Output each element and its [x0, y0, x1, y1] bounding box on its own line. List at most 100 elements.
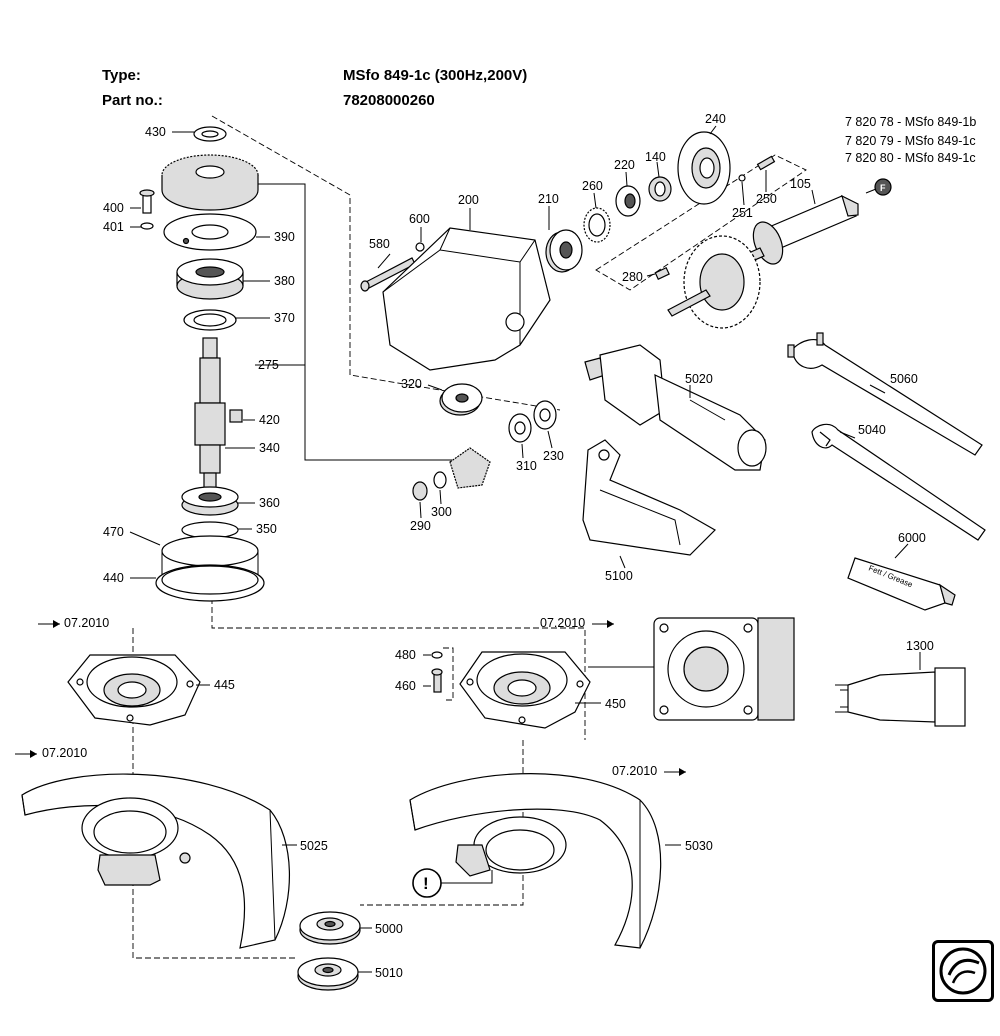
label-390: 390 — [274, 230, 295, 244]
label-320: 320 — [401, 377, 422, 391]
shim-310 — [508, 413, 532, 443]
bearing-360 — [181, 486, 239, 516]
part-no-label: Part no.: — [102, 92, 163, 109]
bracket-5100 — [582, 439, 716, 556]
label-105: 105 — [790, 177, 811, 191]
washer-600 — [415, 242, 425, 252]
date-note-1: 07.2010 — [64, 616, 109, 630]
label-300: 300 — [431, 505, 452, 519]
bearing-210 — [545, 229, 583, 273]
svg-text:F: F — [880, 183, 886, 193]
bracket-480-460 — [443, 647, 454, 701]
pin-wrench-5060 — [787, 332, 983, 456]
bearing-flange-390 — [163, 213, 257, 251]
label-310: 310 — [516, 459, 537, 473]
flange-5000 — [299, 911, 361, 945]
variant-3: 7 820 80 - MSfo 849-1c — [845, 151, 976, 165]
wheel-guard-5030 — [409, 773, 662, 949]
open-wrench-5040 — [811, 423, 986, 541]
clamping-ring-470 — [161, 535, 259, 578]
label-340: 340 — [259, 441, 280, 455]
fein-logo — [932, 940, 994, 1002]
gear-housing-200 — [382, 227, 551, 371]
label-5000: 5000 — [375, 922, 403, 936]
ball-bearing-380 — [176, 258, 244, 300]
type-label: Type: — [102, 67, 141, 84]
date-note-4: 07.2010 — [612, 764, 657, 778]
label-350: 350 — [256, 522, 277, 536]
label-430: 430 — [145, 125, 166, 139]
label-470: 470 — [103, 525, 124, 539]
bearing-320 — [439, 383, 483, 416]
assembly-path-guard-left — [132, 628, 295, 959]
svg-text:!: ! — [423, 874, 429, 893]
date-note-2: 07.2010 — [540, 616, 585, 630]
bevel-gear — [161, 154, 259, 211]
label-360: 360 — [259, 496, 280, 510]
washer-300 — [433, 471, 447, 489]
label-5040: 5040 — [858, 423, 886, 437]
armature-gear — [667, 235, 761, 329]
label-140: 140 — [645, 150, 666, 164]
key-420 — [229, 409, 243, 423]
label-480: 480 — [395, 648, 416, 662]
label-290: 290 — [410, 519, 431, 533]
washer-480 — [431, 651, 443, 659]
label-420: 420 — [259, 413, 280, 427]
label-1300: 1300 — [906, 639, 934, 653]
label-280: 280 — [622, 270, 643, 284]
warning-icon: ! — [412, 868, 493, 898]
label-251: 251 — [732, 206, 753, 220]
key-280 — [654, 266, 670, 280]
label-230: 230 — [543, 449, 564, 463]
bearing-plate-240 — [677, 131, 731, 205]
wheel-guard-5025 — [21, 773, 290, 949]
ring-220 — [615, 185, 641, 217]
label-210: 210 — [538, 192, 559, 206]
grease-tube-6000: Fett / Grease — [847, 557, 956, 611]
plug-1300 — [835, 667, 966, 727]
label-445: 445 — [214, 678, 235, 692]
leader-275 — [252, 183, 452, 461]
assembly-path-motor — [595, 154, 807, 291]
flange-nut-5010 — [297, 957, 359, 991]
label-5010: 5010 — [375, 966, 403, 980]
pinion — [449, 447, 491, 489]
label-275: 275 — [258, 358, 279, 372]
screw-460 — [431, 668, 443, 693]
label-260: 260 — [582, 179, 603, 193]
marker-F — [874, 178, 892, 196]
date-note-3: 07.2010 — [42, 746, 87, 760]
label-200: 200 — [458, 193, 479, 207]
label-5060: 5060 — [890, 372, 918, 386]
label-5030: 5030 — [685, 839, 713, 853]
screw-250 — [756, 155, 776, 171]
label-400: 400 — [103, 201, 124, 215]
sleeve-140 — [648, 176, 672, 202]
circlip-430 — [193, 126, 227, 142]
label-600: 600 — [409, 212, 430, 226]
flange-445 — [67, 654, 201, 726]
label-460: 460 — [395, 679, 416, 693]
label-401: 401 — [103, 220, 124, 234]
label-580: 580 — [369, 237, 390, 251]
label-220: 220 — [614, 158, 635, 172]
flange-450 — [459, 651, 591, 729]
label-5100: 5100 — [605, 569, 633, 583]
label-5025: 5025 — [300, 839, 328, 853]
label-240: 240 — [705, 112, 726, 126]
type-value: MSfo 849-1c (300Hz,200V) — [343, 67, 528, 84]
washer-401 — [140, 222, 154, 230]
variant-1: 7 820 78 - MSfo 849-1b — [845, 115, 976, 129]
auxiliary-handle-5020 — [584, 344, 767, 471]
label-5020: 5020 — [685, 372, 713, 386]
label-440: 440 — [103, 571, 124, 585]
variant-2: 7 820 79 - MSfo 849-1c — [845, 134, 976, 148]
seal-ring-370 — [183, 309, 237, 331]
screw-400 — [139, 189, 155, 214]
spindle-340 — [194, 337, 226, 491]
fein-logo-mark — [939, 947, 987, 995]
ring-260 — [583, 207, 611, 243]
part-no-value: 78208000260 — [343, 92, 435, 109]
